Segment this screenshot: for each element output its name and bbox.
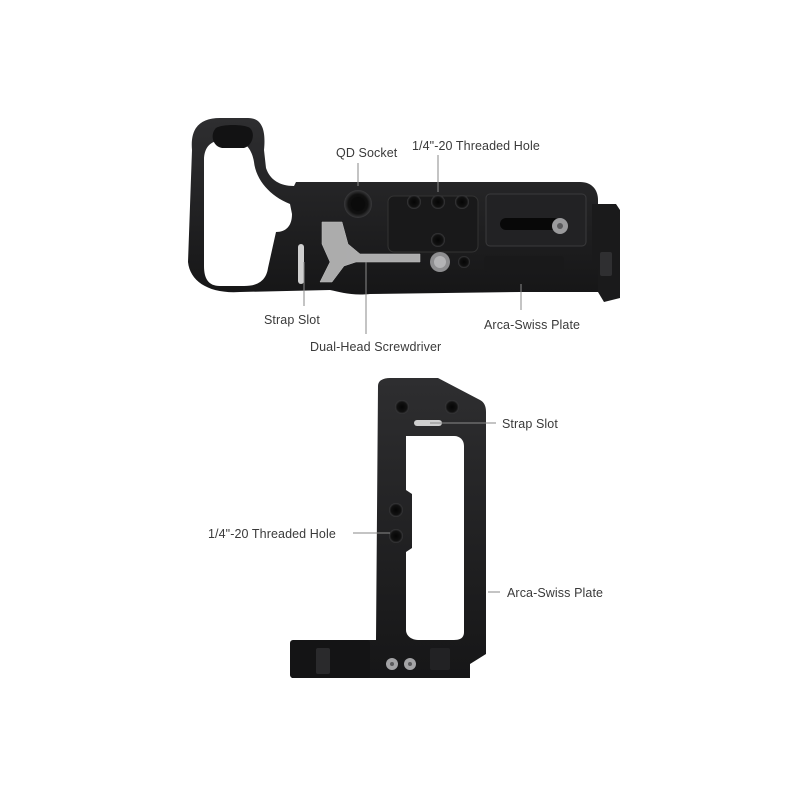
grip-pad [212,125,253,148]
threaded-holes-side [389,503,403,543]
label-threaded-hole-side: 1/4"-20 Threaded Hole [208,527,336,541]
side-callouts [353,422,500,593]
label-qd-socket: QD Socket [336,146,398,160]
grip-cutout [204,140,292,286]
threaded-holes-top [407,195,470,268]
side-view-bracket [290,378,486,678]
label-arca-swiss-side: Arca-Swiss Plate [507,586,604,600]
side-window [406,436,464,640]
recess-panel [387,195,479,253]
label-threaded-hole-top: 1/4"-20 Threaded Hole [412,139,540,153]
strap-slot-top [298,244,304,284]
top-view-bracket [188,118,620,302]
label-strap-slot-top: Strap Slot [264,313,320,327]
label-dual-head-screwdriver: Dual-Head Screwdriver [310,340,442,354]
top-callouts [303,155,522,334]
label-arca-swiss-top: Arca-Swiss Plate [484,318,581,332]
label-strap-slot-side: Strap Slot [502,417,558,431]
strap-slot-side [414,420,442,426]
